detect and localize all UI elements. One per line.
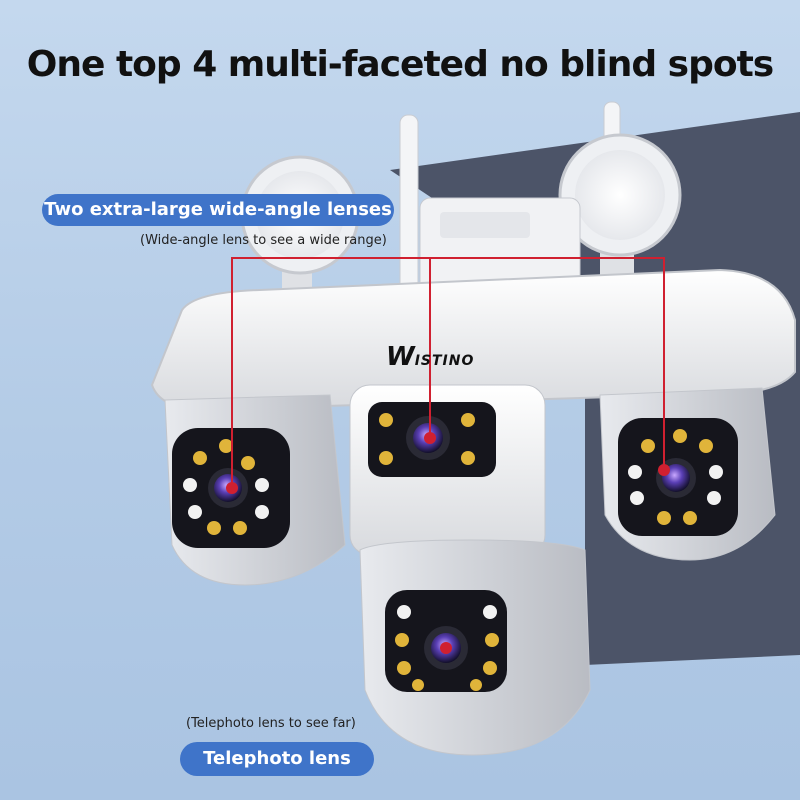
floodlight-right [558,133,682,295]
wide-angle-label: Two extra-large wide-angle lenses [42,194,394,226]
left-camera [164,394,346,586]
brand-rest: ISTINO [414,353,475,369]
brand-initial: W [386,342,415,372]
pointer-dots [226,432,670,654]
telephoto-caption: (Telephoto lens to see far) [186,716,356,731]
floodlight-left [240,155,360,295]
headline: One top 4 multi-faceted no blind spots [26,44,774,85]
telephoto-camera [359,539,591,756]
middle-top-camera [349,384,546,556]
brand-logo: WISTINO [386,342,474,372]
pointer-lines [231,257,665,488]
wide-angle-caption: (Wide-angle lens to see a wide range) [140,233,387,248]
right-camera [599,387,776,561]
top-housing [419,197,581,294]
telephoto-label: Telephoto lens [180,742,374,776]
